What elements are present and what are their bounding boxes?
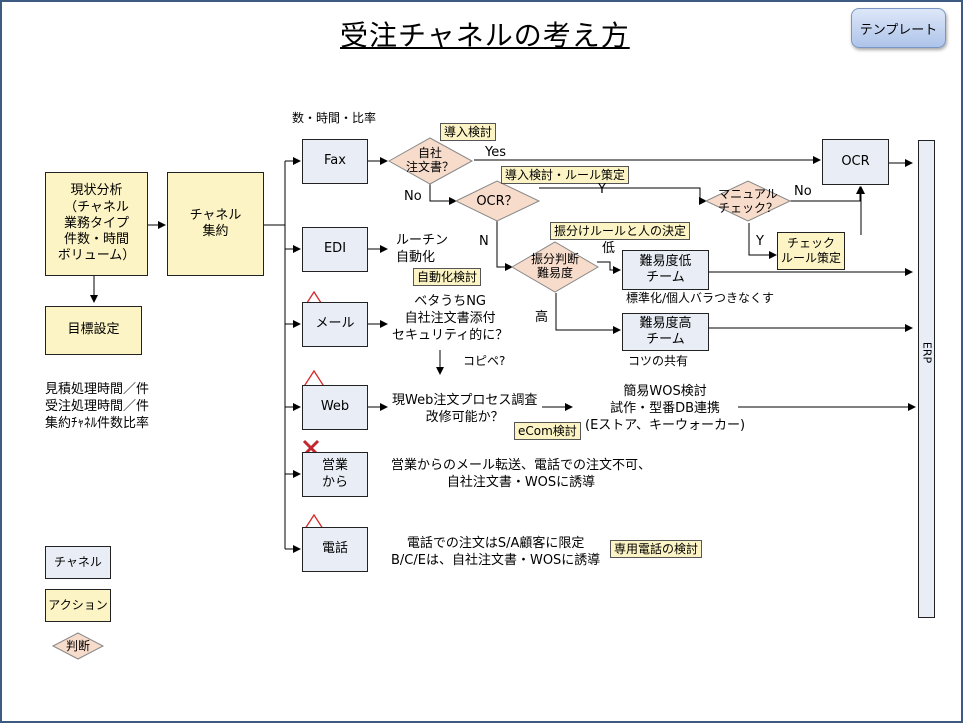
channel-phone: 電話: [302, 527, 368, 572]
current-analysis-box: 現状分析 （チャネル 業務タイプ 件数・時間 ボリューム）: [45, 172, 148, 276]
label-n-ocr: N: [479, 234, 489, 249]
label-y-manual: Y: [756, 234, 764, 249]
decision-own-form-shape: [387, 137, 474, 185]
legend-decision-label: 判断: [65, 638, 90, 653]
channel-web: Web: [302, 385, 368, 430]
ocr-box: OCR: [822, 139, 889, 185]
tag-intro-rules: 導入検討・ルール策定: [501, 166, 630, 184]
tag-ecom: eCom検討: [514, 422, 581, 440]
arrow-ocr-yes: [539, 187, 707, 205]
mail-note: ベタうちNG 自社注文書添付 セキュリティ的に？: [392, 294, 509, 343]
web-note: 現Web注文プロセス調査 改修可能か？: [392, 393, 538, 425]
legend-decision-shape: [51, 632, 105, 660]
erp-label: ERP: [920, 341, 933, 364]
legend-action: アクション: [45, 589, 111, 622]
tag-distribution: 振分けルールと人の決定: [550, 222, 691, 240]
legend-channel: チャネル: [45, 546, 111, 579]
tag-automation: 自動化検討: [413, 268, 482, 286]
arrow-manual-yes: [748, 223, 777, 259]
label-high: 高: [535, 310, 549, 325]
channel-mail: メール: [302, 302, 368, 347]
label-no: No: [404, 189, 422, 204]
team-low-note: 標準化/個人バラつきなくす: [626, 291, 775, 305]
decision-difficulty-shape: [511, 241, 599, 293]
label-low: 低: [602, 241, 616, 256]
channel-sales: 営業から: [302, 452, 368, 497]
page-title: 受注チャネルの考え方: [340, 19, 630, 52]
label-y-ocr: Y: [598, 182, 606, 197]
channel-fax: Fax: [302, 139, 368, 184]
erp-bar: ERP: [918, 140, 935, 618]
goal-setting-box: 目標設定: [45, 306, 142, 355]
decision-own-form: 自社注文書？: [405, 145, 454, 174]
mail-copy-paste: コピペ?: [463, 354, 506, 368]
channel-consolidation-box: チャネル 集約: [167, 172, 264, 276]
tag-intro-review: 導入検討: [440, 123, 497, 141]
label-no-manual: No: [794, 184, 812, 199]
template-button[interactable]: テンプレート: [851, 8, 946, 48]
decision-ocr: OCR？: [476, 193, 518, 209]
arrow-low: [597, 261, 621, 274]
arrow-no-to-ocr-decision: [429, 184, 457, 205]
edi-note: ルーチン 自動化: [396, 233, 449, 265]
decision-ocr-shape: [454, 180, 541, 222]
arrow-high: [555, 293, 621, 334]
web-result: 簡易WOS検討 試作・型番DB連携 (Eストア、キーウォーカー): [585, 384, 746, 433]
channel-edi: EDI: [302, 227, 368, 272]
tag-dedicated-phone: 専用電話の検討: [610, 540, 703, 558]
decision-manual-check: マニュアルチェック？: [717, 186, 778, 215]
team-high-note: コツの共有: [628, 354, 689, 368]
kpi-list: 見積処理時間／件 受注処理時間／件 集約ﾁｬﾈﾙ件数比率: [45, 382, 150, 431]
team-low-box: 難易度低チーム: [622, 250, 709, 290]
metrics-note: 数・時間・比率: [292, 111, 377, 125]
phone-note: 電話での注文はS/A顧客に限定 B/C/Eは、自社注文書・WOSに誘導: [391, 536, 601, 568]
label-yes: Yes: [485, 145, 506, 160]
check-rules-box: チェックルール策定: [777, 232, 845, 270]
sales-note: 営業からのメール転送、電話での注文不可、 自社注文書・WOSに誘導: [391, 458, 652, 490]
team-high-box: 難易度高チーム: [622, 313, 709, 351]
arrow-ocr-no-to-difficulty: [496, 214, 513, 271]
decision-difficulty: 振分判断難易度: [530, 251, 579, 280]
decision-manual-shape: [704, 180, 792, 222]
